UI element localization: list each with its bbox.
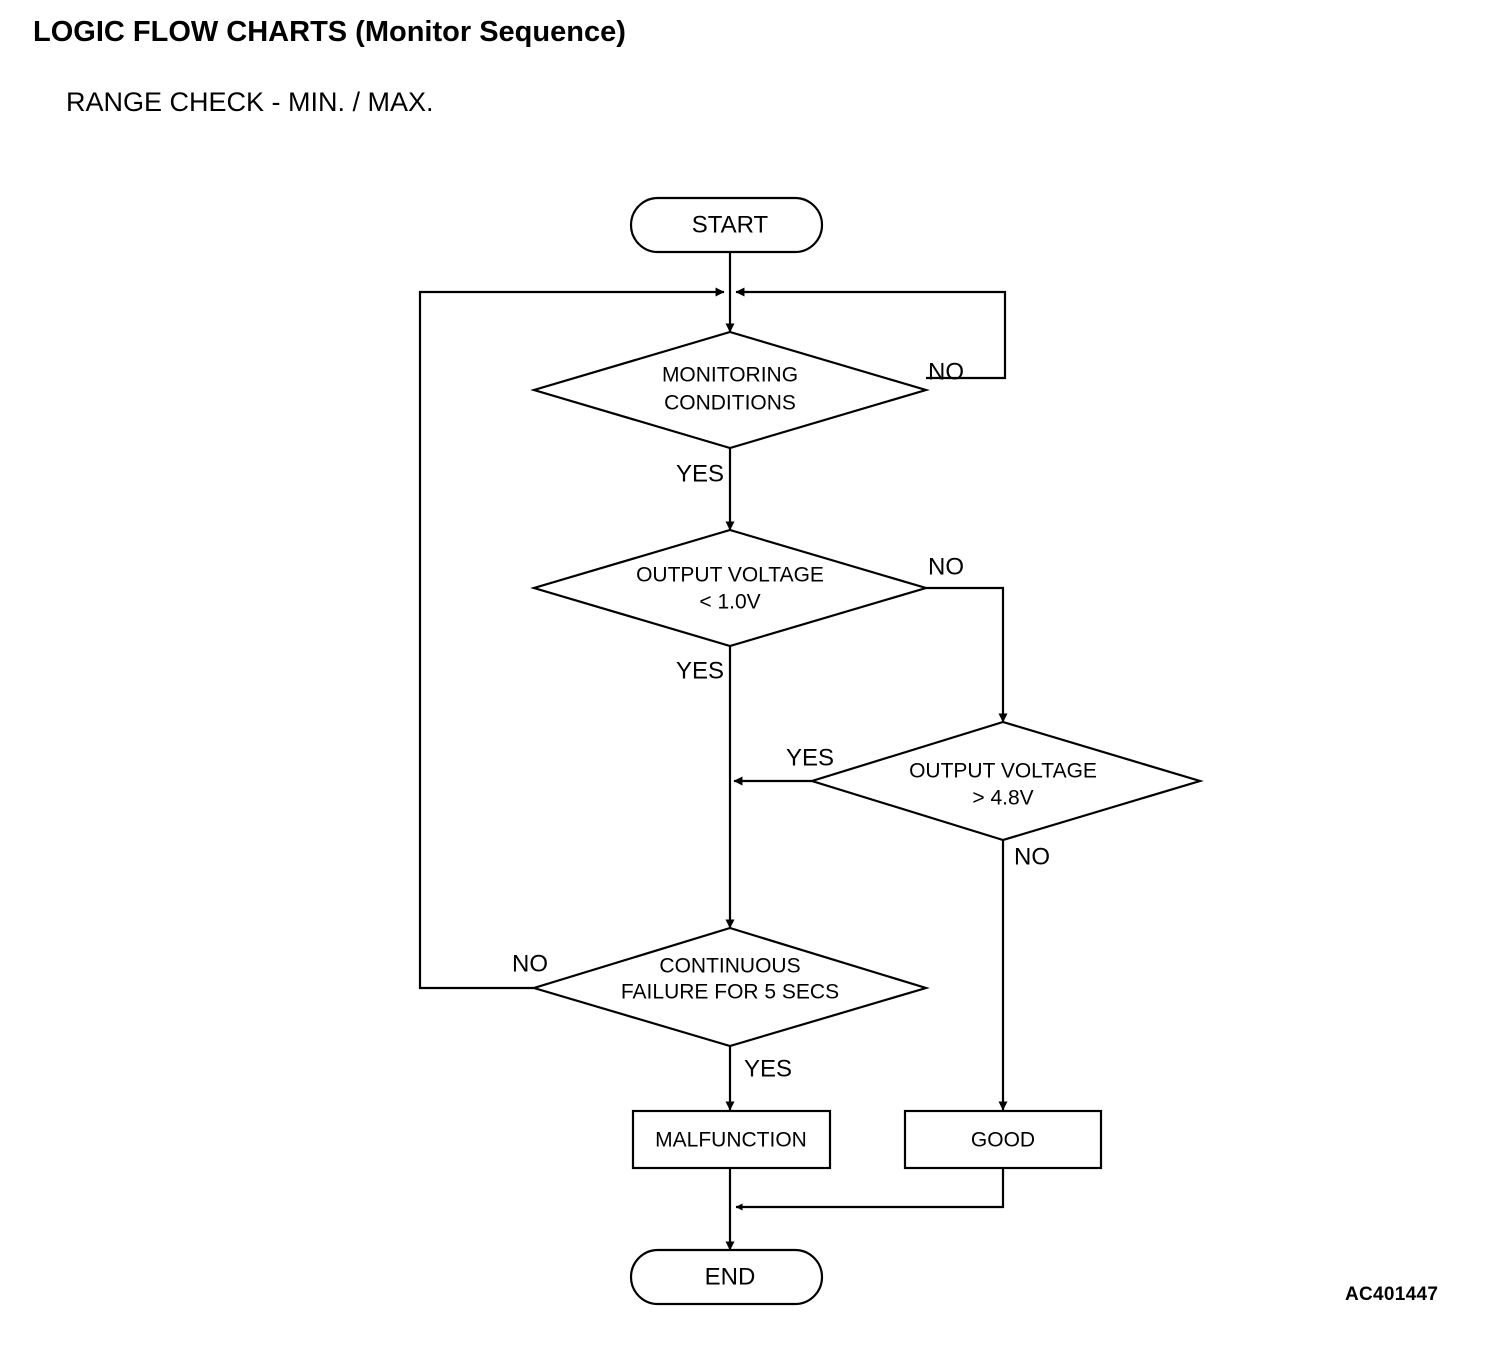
node-output-voltage-min-label-line2: < 1.0V [699, 591, 760, 614]
edge-label-contfail-yes: YES [744, 1055, 792, 1082]
edge-label-vmin-no: NO [928, 553, 964, 580]
node-start-label: START [692, 211, 769, 238]
node-start[interactable] [629, 196, 824, 254]
edge-label-contfail-no: NO [512, 950, 548, 977]
edge-label-monitoring-no: NO [928, 358, 964, 385]
node-good-label: GOOD [971, 1129, 1035, 1152]
node-continuous-failure-label-line2: FAILURE FOR 5 SECS [621, 981, 839, 1004]
node-good[interactable] [903, 1109, 1103, 1170]
edge-label-vmax-yes: YES [786, 744, 834, 771]
edge-label-vmax-no: NO [1014, 843, 1050, 870]
connector-good-to-end [735, 1168, 1005, 1211]
node-end[interactable] [629, 1248, 824, 1306]
node-output-voltage-min[interactable] [530, 528, 930, 648]
page-title: LOGIC FLOW CHARTS (Monitor Sequence) [33, 16, 626, 48]
node-monitoring-conditions[interactable] [530, 330, 930, 450]
edge-label-vmin-yes: YES [676, 657, 724, 684]
connector-contfail-no-loopback [418, 287, 725, 990]
node-monitoring-conditions-label-line1: MONITORING [662, 364, 798, 387]
node-continuous-failure-label-line1: CONTINUOUS [659, 955, 800, 978]
node-output-voltage-max-label-line2: > 4.8V [972, 787, 1033, 810]
node-monitoring-conditions-label-line2: CONDITIONS [664, 392, 796, 415]
node-continuous-failure[interactable] [530, 926, 930, 1048]
node-malfunction-label: MALFUNCTION [655, 1129, 807, 1152]
node-output-voltage-max[interactable] [808, 720, 1204, 842]
edge-label-monitoring-yes: YES [676, 460, 724, 487]
page-subtitle: RANGE CHECK - MIN. / MAX. [66, 87, 434, 117]
connector-monitoring-no-loopback [735, 287, 1007, 380]
node-output-voltage-max-label-line1: OUTPUT VOLTAGE [909, 760, 1097, 783]
node-output-voltage-min-label-line1: OUTPUT VOLTAGE [636, 564, 824, 587]
node-malfunction[interactable] [631, 1109, 832, 1170]
figure-code: AC401447 [1345, 1284, 1439, 1305]
node-end-label: END [705, 1263, 756, 1290]
connector-vmin-no [926, 586, 1008, 723]
